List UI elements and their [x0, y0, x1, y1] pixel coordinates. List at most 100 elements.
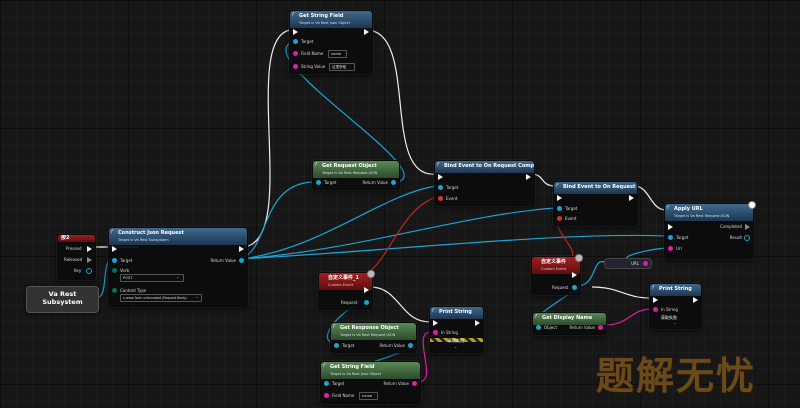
- apply-url-node[interactable]: f Apply URL Target is Va Rest Request JS…: [664, 201, 756, 259]
- string-value-input[interactable]: 这里获取: [329, 63, 355, 71]
- key-2-event-node[interactable]: 按2 Pressed Released Key: [57, 234, 96, 280]
- node-header: 自定义事件_1 Custom Event: [319, 273, 372, 290]
- target-pin[interactable]: [438, 185, 443, 190]
- function-icon: f: [667, 205, 669, 211]
- exec-in-pin[interactable]: [557, 195, 562, 201]
- pin-label: Target: [301, 39, 314, 44]
- node-title: Get Request Object: [322, 163, 377, 169]
- pin-label: Request: [341, 300, 358, 305]
- pin-label: Url: [676, 246, 682, 251]
- exec-in-pin[interactable]: [668, 224, 673, 230]
- node-header: 按2: [58, 235, 95, 242]
- pin-label: Target: [332, 381, 345, 386]
- event-pin[interactable]: [557, 216, 562, 221]
- chevron-down-icon: ⌄: [176, 274, 180, 279]
- target-pin[interactable]: [557, 206, 562, 211]
- node-title: Apply URL: [674, 206, 703, 212]
- event-pin[interactable]: [438, 196, 443, 201]
- key-pin[interactable]: [86, 268, 92, 274]
- in-string-pin[interactable]: [653, 307, 658, 312]
- url-out-pin[interactable]: [643, 261, 648, 266]
- return-value-pin[interactable]: [408, 343, 413, 348]
- exec-out-pin[interactable]: [629, 195, 634, 201]
- node-title: Print String: [439, 309, 472, 315]
- exec-in-pin[interactable]: [293, 29, 298, 35]
- exec-in-pin[interactable]: [653, 297, 658, 303]
- field-name-pin[interactable]: [293, 51, 298, 56]
- exec-out-pin[interactable]: [364, 29, 369, 35]
- return-value-pin[interactable]: [412, 381, 417, 386]
- wire-exec: [369, 286, 431, 323]
- exec-out-pin[interactable]: [572, 272, 577, 278]
- return-value-pin[interactable]: [598, 325, 603, 330]
- va-rest-subsystem-node[interactable]: Va Rest Subsystem: [26, 286, 99, 313]
- pin-label: Field Name: [332, 393, 355, 398]
- print-string-node-2[interactable]: f Print String In String 获取失败 ⌄: [649, 283, 702, 329]
- pin-label: Key: [74, 268, 82, 273]
- node-subtitle: Custom Event: [328, 283, 354, 287]
- bind-on-request-complete-node[interactable]: f Bind Event to On Request Complete Targ…: [434, 160, 535, 206]
- return-value-pin[interactable]: [239, 258, 244, 263]
- construct-json-request-node[interactable]: f Construct Json Request Target is Va Re…: [108, 227, 248, 307]
- result-pin[interactable]: [744, 235, 750, 241]
- exec-out-pin[interactable]: [693, 297, 698, 303]
- node-header: f Get Request Object Target is Va Rest R…: [313, 161, 399, 178]
- field-name-pin[interactable]: [324, 393, 329, 398]
- pin-label: Object: [544, 325, 558, 330]
- exec-in-pin[interactable]: [112, 246, 117, 252]
- target-pin[interactable]: [668, 235, 673, 240]
- get-response-object-node[interactable]: f Get Response Object Target is Va Rest …: [330, 322, 417, 353]
- url-variable-node[interactable]: URL: [604, 258, 652, 269]
- pin-label: String Value: [301, 64, 326, 69]
- exec-out-pin[interactable]: [364, 287, 369, 293]
- in-string-pin[interactable]: [433, 330, 438, 335]
- exec-in-pin[interactable]: [438, 174, 443, 180]
- exec-out-pin[interactable]: [475, 320, 480, 326]
- get-request-object-node[interactable]: f Get Request Object Target is Va Rest R…: [312, 160, 400, 190]
- return-value-pin[interactable]: [391, 180, 396, 185]
- request-pin[interactable]: [364, 300, 369, 305]
- target-pin[interactable]: [316, 180, 321, 185]
- target-pin[interactable]: [112, 258, 117, 263]
- request-pin[interactable]: [572, 285, 577, 290]
- verb-dropdown[interactable]: POST: [120, 274, 184, 282]
- bind-on-request-fail-node[interactable]: f Bind Event to On Request Fail Target E…: [553, 181, 638, 226]
- field-name-input[interactable]: name: [328, 50, 347, 58]
- content-type-dropdown[interactable]: x www form urlencoded (Request Body): [120, 294, 202, 302]
- completed-exec-pin[interactable]: [745, 224, 750, 230]
- pressed-exec-pin[interactable]: [87, 246, 92, 252]
- print-string-node-1[interactable]: f Print String In String 获取失败 ⌄: [429, 306, 484, 353]
- target-pin[interactable]: [334, 343, 339, 348]
- exec-out-pin[interactable]: [239, 246, 244, 252]
- node-header: f Get String Field Target is Va Rest Jso…: [321, 362, 420, 379]
- field-name-input[interactable]: name: [359, 392, 378, 400]
- exec-out-pin[interactable]: [526, 174, 531, 180]
- verb-pin[interactable]: [112, 268, 117, 273]
- custom-event-1-node[interactable]: 自定义事件_1 Custom Event Request: [318, 270, 375, 310]
- pin-label: Field Name: [301, 51, 324, 56]
- url-pin[interactable]: [668, 246, 673, 251]
- string-value-pin[interactable]: [293, 64, 298, 69]
- wire-object: [239, 207, 556, 260]
- get-string-field-node-bottom[interactable]: f Get String Field Target is Va Rest Jso…: [320, 361, 421, 404]
- released-exec-pin[interactable]: [87, 257, 92, 263]
- custom-event-2-node[interactable]: 自定义事件 Custom Event Request: [531, 254, 583, 295]
- content-type-pin[interactable]: [112, 288, 117, 293]
- get-string-field-node-top[interactable]: f Get String Field Target is Va Rest Jso…: [289, 10, 373, 74]
- pin-label: Target: [446, 185, 459, 190]
- exec-in-pin[interactable]: [433, 320, 438, 326]
- object-pin[interactable]: [536, 325, 541, 330]
- node-subtitle: Target is Va Rest Request JSON: [340, 333, 396, 337]
- function-icon: f: [333, 324, 335, 330]
- wire-exec: [633, 185, 667, 211]
- target-pin[interactable]: [293, 39, 298, 44]
- variable-label: URL: [631, 261, 639, 266]
- node-title: Bind Event to On Request Complete: [444, 163, 534, 169]
- node-subtitle: Target is Va Rest Request JSON: [674, 214, 730, 218]
- chevron-down-icon[interactable]: ⌄: [673, 320, 677, 325]
- node-header: 自定义事件 Custom Event: [532, 257, 580, 274]
- target-pin[interactable]: [324, 381, 329, 386]
- get-display-name-node[interactable]: f Get Display Name Object Return Value: [532, 312, 607, 335]
- chevron-down-icon[interactable]: ⌄: [454, 344, 458, 349]
